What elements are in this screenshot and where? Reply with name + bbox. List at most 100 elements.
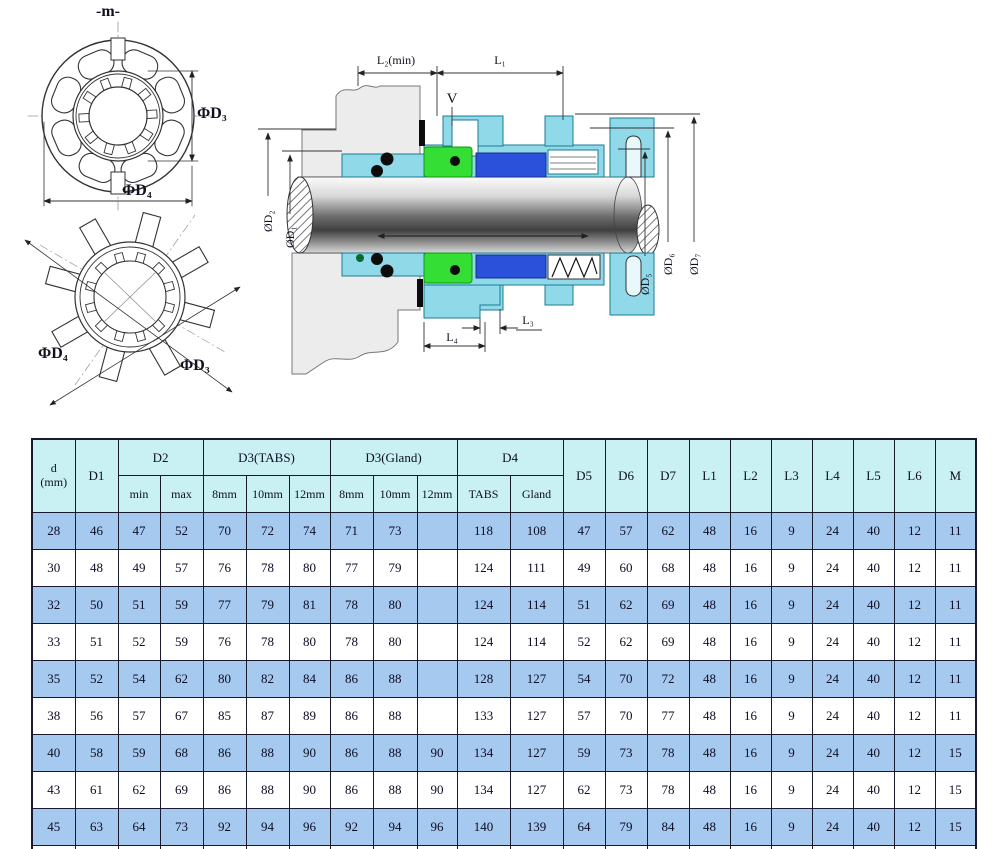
- table-cell: 80: [372, 623, 418, 661]
- table-cell: 134: [456, 734, 511, 772]
- table-cell: 72: [646, 660, 690, 698]
- table-cell: [416, 845, 458, 849]
- table-cell: 33: [31, 623, 76, 661]
- table-cell: 61: [74, 771, 119, 809]
- table-cell: [646, 845, 690, 849]
- table-cell: 90: [288, 771, 331, 809]
- table-cell: 62: [604, 623, 648, 661]
- table-cell: [31, 845, 76, 849]
- table-cell: 11: [934, 697, 977, 735]
- table-cell: 90: [288, 734, 331, 772]
- l1-dimension-label: L₁: [494, 53, 506, 67]
- table-cell: 50: [74, 586, 119, 624]
- table-cell: [729, 845, 772, 849]
- col-header-d1: D1: [74, 438, 119, 513]
- table-cell: 52: [117, 623, 161, 661]
- table-cell: 127: [509, 771, 564, 809]
- table-cell: 28: [31, 512, 76, 550]
- table-cell: 48: [688, 697, 731, 735]
- table-cell: 78: [245, 623, 290, 661]
- table-cell: 96: [288, 808, 331, 846]
- table-cell: 24: [811, 512, 854, 550]
- col-header-d7: D7: [646, 438, 690, 513]
- table-cell: 86: [329, 734, 374, 772]
- col-header-d2-max: max: [159, 475, 204, 513]
- table-cell: 12: [893, 697, 936, 735]
- table-cell: 84: [288, 660, 331, 698]
- table-cell: [117, 845, 161, 849]
- d6-dimension-label: ØD₆: [661, 253, 675, 275]
- l4-dimension-label: L₄: [446, 330, 458, 344]
- seal-ring-lower: [475, 254, 547, 279]
- table-cell: 48: [688, 660, 731, 698]
- table-cell: 59: [159, 586, 204, 624]
- table-cell: 57: [117, 697, 161, 735]
- table-cell: 128: [456, 660, 511, 698]
- table-cell: 63: [74, 808, 119, 846]
- table-cell: [74, 845, 119, 849]
- table-cell: 118: [456, 512, 511, 550]
- table-cell: 80: [202, 660, 247, 698]
- table-cell: 40: [852, 771, 895, 809]
- table-cell: 40: [852, 549, 895, 587]
- table-cell: 15: [934, 808, 977, 846]
- table-cell: 114: [509, 623, 564, 661]
- table-cell: 88: [245, 771, 290, 809]
- table-cell: 62: [562, 771, 606, 809]
- table-cell: 59: [159, 623, 204, 661]
- col-header-d5: D5: [562, 438, 606, 513]
- table-cell: 80: [288, 623, 331, 661]
- shaft: [297, 176, 631, 254]
- table-cell: 92: [202, 808, 247, 846]
- table-cell: 124: [456, 549, 511, 587]
- table-cell: 69: [159, 771, 204, 809]
- d1-dimension-label: ØD₁: [283, 226, 297, 248]
- table-cell: 24: [811, 586, 854, 624]
- table-cell: [329, 845, 374, 849]
- table-cell: 88: [372, 660, 418, 698]
- table-cell: 40: [852, 660, 895, 698]
- table-cell: 47: [117, 512, 161, 550]
- table-cell: 16: [729, 586, 772, 624]
- table-cell: 40: [852, 697, 895, 735]
- l3-dimension-label: L₃: [522, 313, 534, 327]
- table-cell: 108: [509, 512, 564, 550]
- d7-dimension-label: ØD₇: [687, 253, 701, 275]
- table-cell: 48: [688, 512, 731, 550]
- table-cell: [852, 845, 895, 849]
- gasket-lower: [417, 279, 423, 307]
- gland-face-view: ΦD₃ ΦD₄ -m-: [27, 3, 227, 211]
- table-cell: 12: [893, 586, 936, 624]
- v-label: V: [447, 91, 458, 107]
- table-cell: 58: [74, 734, 119, 772]
- table-cell: 52: [562, 623, 606, 661]
- table-cell: [604, 845, 648, 849]
- tabs-gland-view: ΦD₄ ΦD₃: [24, 211, 241, 406]
- table-cell: [811, 845, 854, 849]
- table-cell: 48: [688, 734, 731, 772]
- table-cell: 76: [202, 623, 247, 661]
- table-cell: 124: [456, 623, 511, 661]
- table-cell: 11: [934, 623, 977, 661]
- col-header-l3: L3: [770, 438, 813, 513]
- table-cell: 15: [934, 734, 977, 772]
- table-cell: 52: [159, 512, 204, 550]
- table-cell: 86: [329, 697, 374, 735]
- table-cell: 43: [31, 771, 76, 809]
- table-cell: 82: [245, 660, 290, 698]
- col-header-gland-12mm: 12mm: [416, 475, 458, 513]
- table-cell: 16: [729, 808, 772, 846]
- table-cell: [562, 845, 606, 849]
- col-header-l2: L2: [729, 438, 772, 513]
- table-cell: [372, 845, 418, 849]
- table-cell: 96: [416, 808, 458, 846]
- table-cell: [893, 845, 936, 849]
- table-cell: 68: [646, 549, 690, 587]
- table-cell: 78: [329, 586, 374, 624]
- table-cell: 140: [456, 808, 511, 846]
- table-cell: [416, 697, 458, 735]
- elastomer-upper: [423, 146, 473, 178]
